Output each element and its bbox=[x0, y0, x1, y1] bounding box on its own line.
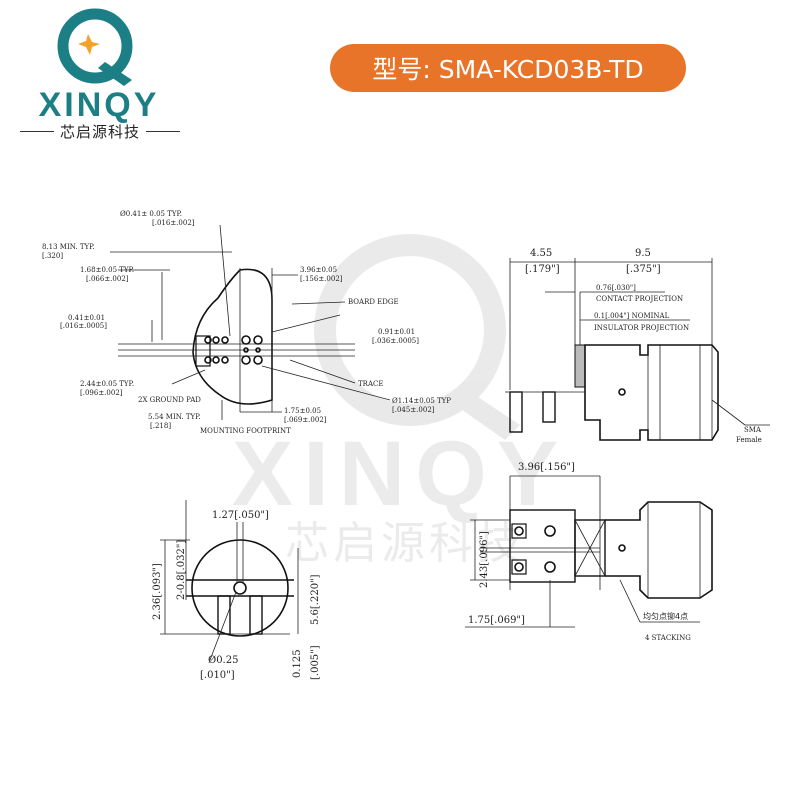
fp-d7: 5.54 MIN. TYP. bbox=[148, 413, 201, 421]
tv-c: 1.75[.069"] bbox=[468, 615, 525, 626]
fp-d6: 2X GROUND PAD bbox=[138, 396, 201, 404]
divider bbox=[146, 131, 181, 132]
logo-q-icon bbox=[57, 8, 133, 86]
sv-sma: SMA bbox=[744, 426, 762, 434]
sv-c2: CONTACT PROJECTION bbox=[596, 295, 683, 303]
fp-d4: 0.41±0.01 bbox=[68, 314, 105, 322]
brand-subtitle: 芯启源科技 bbox=[60, 123, 141, 141]
fp-d14b: [.045±.002] bbox=[392, 406, 435, 414]
front-view: 1.27[.050"] 2.36[.093"] 2-0.8[.032"] 5.6… bbox=[152, 500, 321, 681]
fp-d9: 3.96±0.05 bbox=[300, 266, 337, 274]
sv-female: Female bbox=[736, 436, 762, 444]
watermark: XINQY 芯启源科技 bbox=[232, 234, 568, 569]
fv-d: 5.6[.220"] bbox=[310, 574, 321, 625]
fp-d7b: [.218] bbox=[150, 422, 171, 430]
sv-w1b: [.179"] bbox=[525, 264, 560, 275]
fp-d8: MOUNTING FOOTPRINT bbox=[200, 427, 291, 435]
tv-e: 4 STACKING bbox=[645, 634, 691, 642]
fp-d9b: [.156±.002] bbox=[300, 275, 343, 283]
fp-d5: 2.44±0.05 TYP. bbox=[80, 380, 134, 388]
tv-a: 3.96[.156"] bbox=[518, 462, 575, 473]
side-view: 4.55 [.179"] 9.5 [.375"] 0.76[.030"] CON… bbox=[505, 248, 770, 444]
watermark-subtitle: 芯启源科技 bbox=[285, 518, 525, 569]
brand-name: XINQY bbox=[38, 86, 160, 124]
divider bbox=[20, 131, 54, 132]
tv-d: 均匀点铆4点 bbox=[643, 611, 688, 621]
fp-d11: 0.91±0.01 bbox=[378, 328, 415, 336]
brand-logo bbox=[57, 8, 133, 86]
mounting-footprint: Ø0.41± 0.05 TYP. [.016±.002] 8.13 MIN. T… bbox=[42, 210, 451, 435]
fp-d1b: [.016±.002] bbox=[152, 219, 195, 227]
fv-e: Ø0.25 bbox=[208, 655, 238, 666]
fp-d12: TRACE bbox=[358, 380, 383, 388]
brand-subtitle-row: 芯启源科技 bbox=[20, 121, 181, 142]
tv-b: 2.43[.096"] bbox=[479, 531, 490, 588]
fv-f: 0.125 bbox=[292, 649, 303, 678]
fv-a: 1.27[.050"] bbox=[212, 510, 269, 521]
fv-c: 2-0.8[.032"] bbox=[176, 540, 187, 600]
fp-d2b: [.320] bbox=[42, 252, 63, 260]
fp-d3b: [.066±.002] bbox=[86, 275, 129, 283]
fp-d14: Ø1.14±0.05 TYP bbox=[392, 397, 451, 405]
fp-d13b: [.069±.002] bbox=[284, 416, 327, 424]
fp-d13: 1.75±0.05 bbox=[284, 407, 321, 415]
fp-d4b: [.016±.0005] bbox=[60, 322, 107, 330]
footprint-pads bbox=[195, 335, 263, 367]
watermark-text: XINQY bbox=[232, 423, 568, 525]
fv-eb: [.010"] bbox=[200, 670, 235, 681]
fv-b: 2.36[.093"] bbox=[152, 563, 163, 620]
sv-c3: 0.1[.004"] NOMINAL bbox=[594, 312, 670, 320]
fp-d2: 8.13 MIN. TYP. bbox=[42, 243, 95, 251]
sv-w1: 4.55 bbox=[530, 248, 552, 259]
fp-d10: BOARD EDGE bbox=[348, 298, 399, 306]
sv-w2: 9.5 bbox=[635, 248, 651, 259]
sv-w2b: [.375"] bbox=[626, 264, 661, 275]
fp-d3: 1.68±0.05 TYP. bbox=[80, 266, 134, 274]
fp-d11b: [.036±.0005] bbox=[372, 337, 419, 345]
fp-d1: Ø0.41± 0.05 TYP. bbox=[120, 210, 182, 218]
model-label: 型号: SMA-KCD03B-TD bbox=[330, 44, 686, 92]
fp-d5b: [.096±.002] bbox=[80, 389, 123, 397]
fv-fb: [.005"] bbox=[310, 645, 321, 680]
top-view: 3.96[.156"] 2.43[.096"] 1.75[.069"] 均匀点铆… bbox=[465, 462, 713, 642]
sv-c1: 0.76[.030"] bbox=[596, 284, 636, 292]
sv-c4: INSULATOR PROJECTION bbox=[594, 324, 689, 332]
